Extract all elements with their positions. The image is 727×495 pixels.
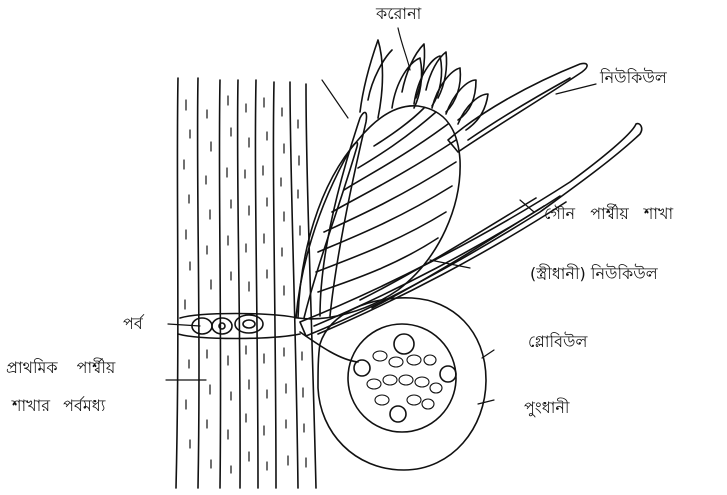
label-secondary-branch: গৌন পার্শ্বীয় শাখা <box>544 206 673 222</box>
label-corona: করোনা <box>376 6 421 22</box>
main-axis <box>176 78 316 488</box>
label-globule: গ্লোবিউল <box>528 334 587 350</box>
oogonium <box>298 56 488 319</box>
label-nucule: নিউকিউল <box>600 70 667 86</box>
label-primary-internode-1: প্রাথমিক পার্শ্বীয় <box>6 360 115 376</box>
label-primary-internode-2: শাখার পর্বমধ্য <box>12 398 105 414</box>
label-oogonium-nucule: (স্ত্রীধানী) নিউকিউল <box>530 266 658 282</box>
label-antheridium: পুংধানী <box>524 400 569 416</box>
label-node: পর্ব <box>123 316 143 332</box>
